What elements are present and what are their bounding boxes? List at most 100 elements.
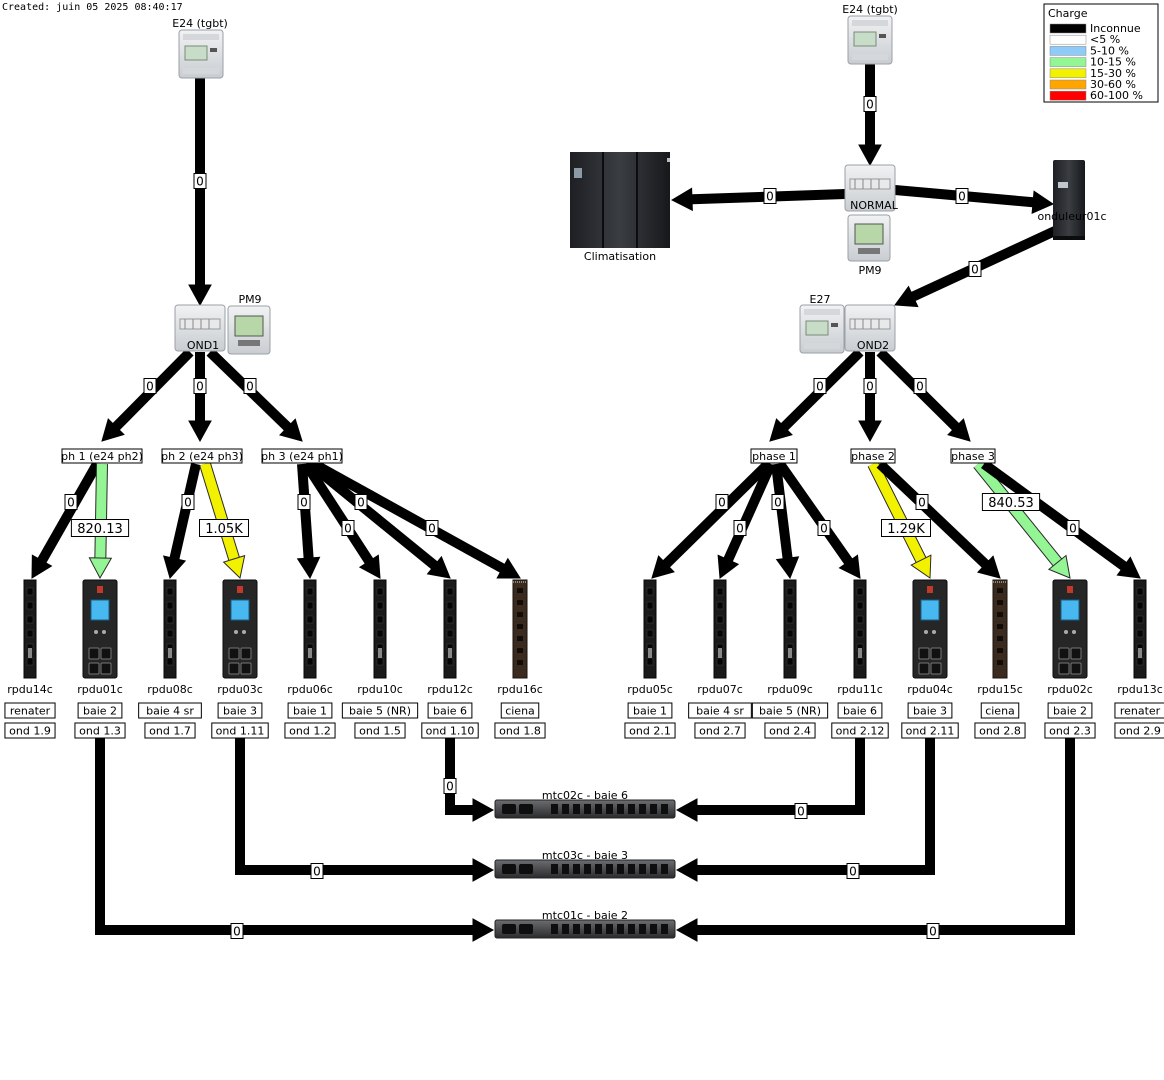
link-value-text: 0 [849,865,857,879]
pdu-ond-box [354,722,406,739]
link-value: 0 [310,863,324,879]
link-rpdu03c-mtc03c[interactable] [235,738,495,882]
link-ph3-rpdu12c[interactable] [306,460,451,579]
mtc02c-node[interactable]: mtc02c - baie 6 [494,789,676,819]
phase-label: ph 3 (e24 ph1) [261,450,343,463]
link-e24r-normal[interactable] [858,62,882,167]
phase-ph2[interactable]: ph 2 (e24 ph3) [161,448,243,464]
e24-right-node[interactable]: E24 (tgbt) [842,3,898,65]
link-ph3-rpdu16c[interactable] [311,459,521,579]
link-value-box [199,519,249,537]
link-shaft [169,462,201,560]
link-value-box [230,923,244,939]
pdu-ond: ond 1.3 [79,725,121,738]
mtc01c-node[interactable]: mtc01c - baie 2 [494,909,676,939]
link-rpdu04c-mtc03c[interactable] [675,738,935,882]
phase-2[interactable]: phase 2 [850,448,896,464]
phase-1[interactable]: phase 1 [750,448,798,464]
pm9-left-node[interactable]: PM9 [227,293,271,355]
link-p1-rpdu05c[interactable] [651,460,772,579]
pdu-location: baie 6 [433,705,467,718]
link-shaft [697,738,935,875]
link-ond1-ph1[interactable] [101,348,194,442]
link-arrowhead [101,418,125,442]
phase-ph1[interactable]: ph 1 (e24 ph2) [61,448,143,464]
link-arrowhead [188,420,212,443]
link-ondul-ond2[interactable] [894,225,1060,308]
e24-left-node[interactable]: E24 (tgbt) [172,17,228,79]
link-rpdu01c-mtc01c[interactable] [95,738,495,942]
link-ph1-rpdu14c[interactable] [31,461,102,579]
link-arrowhead [769,418,793,442]
link-ph3-rpdu10c[interactable] [301,461,381,579]
normal-node[interactable]: NORMAL [844,164,899,212]
link-value-text: 0 [866,98,874,112]
link-p3-rpdu02c[interactable] [973,460,1071,579]
pdu-location: baie 2 [1053,705,1087,718]
link-ond2-p2[interactable] [858,352,882,443]
ond1-node[interactable]: OND1 [174,304,226,352]
link-p1-rpdu11c[interactable] [775,461,861,579]
link-ond1-ph3[interactable] [206,348,303,442]
pdu-location: renater [10,705,51,718]
link-p2-rpdu15c[interactable] [876,460,1001,579]
phase-ph3[interactable]: ph 3 (e24 ph1) [261,448,343,464]
link-p3-rpdu13c[interactable] [981,459,1141,579]
link-value-text: 0 [357,496,365,510]
link-ph2-rpdu08c[interactable] [163,462,201,580]
phase-3[interactable]: phase 3 [950,448,996,464]
mtc03c-node[interactable]: mtc03c - baie 3 [494,849,676,879]
link-value-box [846,863,860,879]
link-arrowhead [910,554,932,579]
pdu-name: rpdu12c [427,683,473,696]
link-p2-rpdu04c[interactable] [867,461,932,579]
link-rpdu02c-mtc01c[interactable] [675,738,1075,942]
legend-swatch [1049,34,1087,45]
link-rpdu12c-mtc02c[interactable] [445,738,495,822]
link-value-box [193,378,207,394]
link-p1-rpdu07c[interactable] [717,461,776,579]
link-ond2-p3[interactable] [876,348,971,442]
link-ph2-rpdu03c[interactable] [199,462,246,579]
link-ond2-p1[interactable] [769,348,864,442]
link-value: 0 [341,520,355,536]
climatisation-node[interactable]: Climatisation [570,152,670,263]
pdu-location-box [77,702,123,719]
link-value: 0 [817,520,831,536]
ond2-node[interactable]: OND2 [844,304,896,352]
link-ond1-ph2[interactable] [188,352,212,443]
link-ph1-rpdu01c[interactable] [88,463,113,580]
link-value-box [881,519,931,537]
link-value-text: 1.29K [887,522,925,537]
link-e24l-ond1[interactable] [188,78,212,307]
link-rpdu11c-mtc02c[interactable] [675,738,865,822]
link-arrowhead [775,556,800,580]
link-arrowhead [358,554,381,579]
link-normal-ondul[interactable] [894,185,1055,214]
link-value: 0 [193,378,207,394]
e27-node[interactable]: E27 [799,293,845,354]
link-p1-rpdu09c[interactable] [771,463,800,580]
link-ph3-rpdu06c[interactable] [296,463,321,580]
pm9-top-node[interactable]: PM9 [847,214,891,277]
link-value-text: 0 [313,865,321,879]
link-value-box [968,261,982,277]
link-normal-clim[interactable] [670,187,846,212]
onduleur01c-node[interactable]: onduleur01c [1037,160,1107,240]
